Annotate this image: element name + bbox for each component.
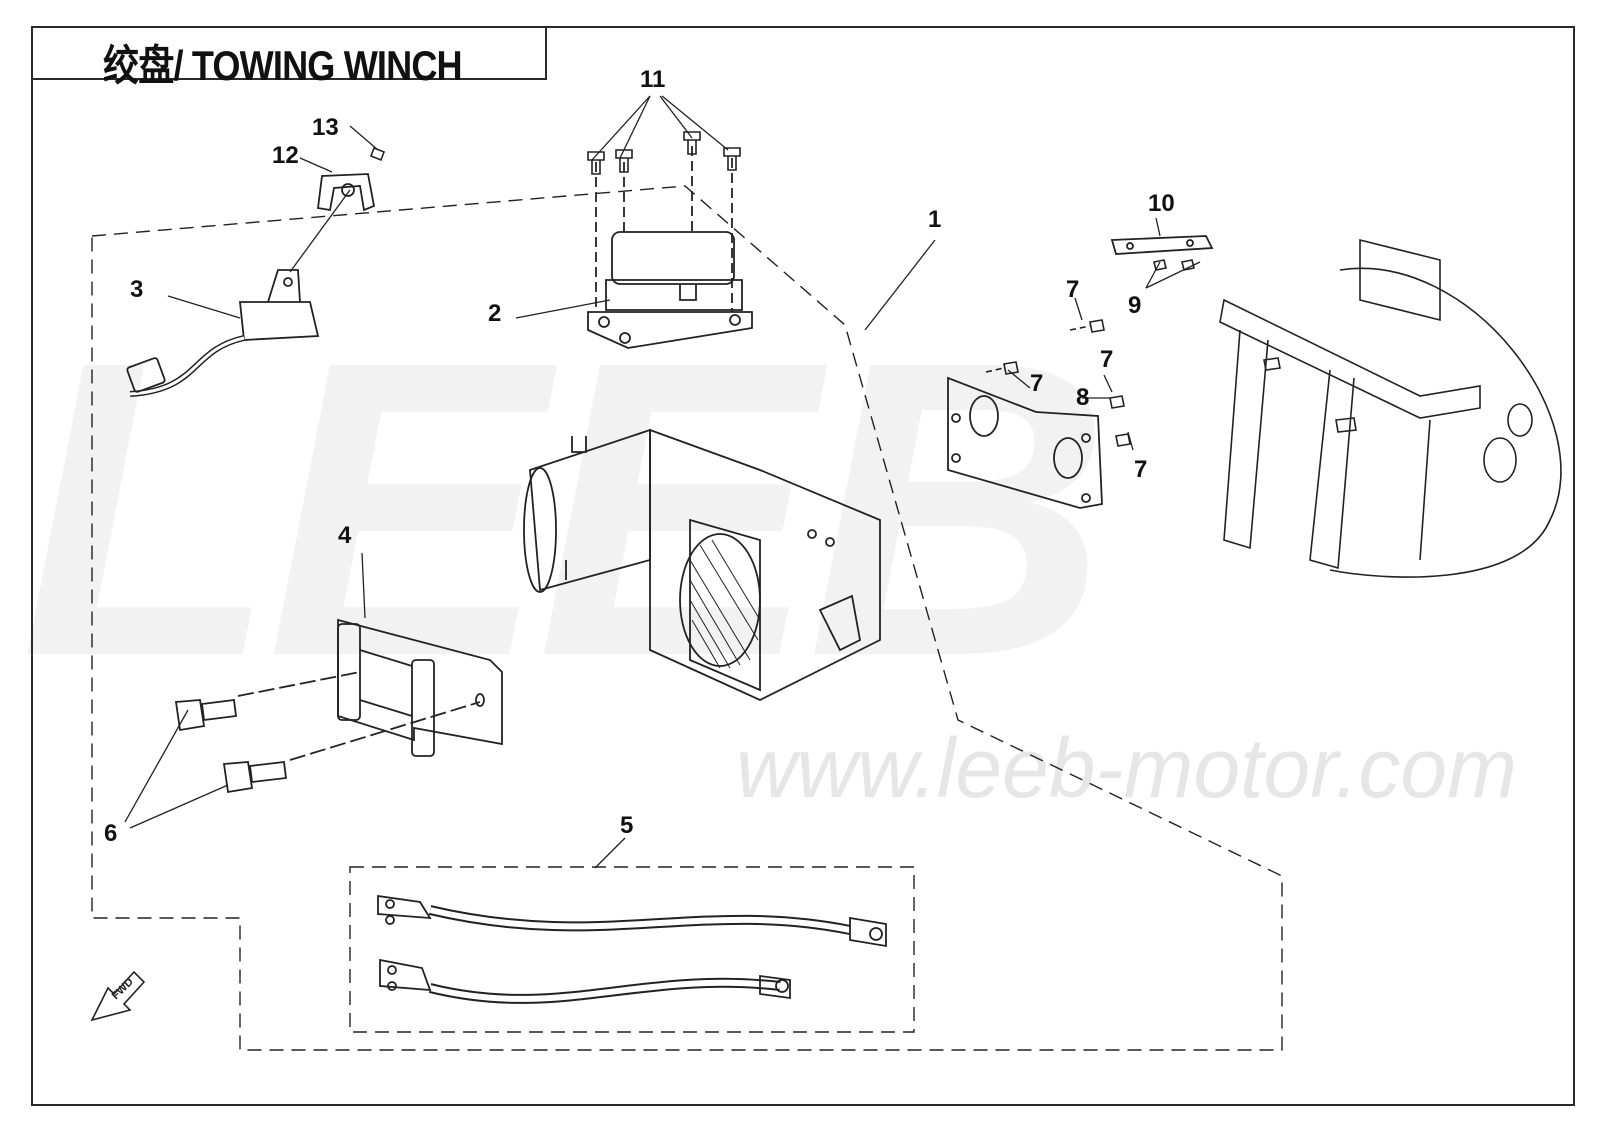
plate-bolts [985, 319, 1131, 447]
callout-4: 4 [338, 522, 352, 549]
callout-6: 6 [104, 820, 118, 847]
diagram-frame [31, 26, 1575, 1106]
callout-10: 10 [1148, 190, 1175, 217]
callout-2: 2 [488, 300, 502, 327]
assembly-dashed-outline [91, 185, 1283, 1051]
watermark-logo: LEEB [20, 275, 1110, 744]
winch-unit [523, 428, 881, 701]
callout-7-middle: 7 [1100, 346, 1114, 373]
cable-group-dashed-box [349, 866, 915, 1033]
watermark-url: www.leeb-motor.com [736, 721, 1518, 815]
callout-7-top: 7 [1066, 276, 1080, 303]
mount-clip-12 [316, 173, 376, 212]
callout-5: 5 [620, 812, 634, 839]
leader-lines [124, 95, 1201, 869]
page-title: 绞盘/ TOWING WINCH [103, 42, 463, 89]
remote-receiver [126, 269, 320, 397]
callout-3: 3 [130, 276, 144, 303]
winch-bracket [1110, 235, 1214, 255]
title-box: 绞盘/ TOWING WINCH [31, 26, 547, 89]
screw-13 [369, 146, 386, 162]
battery-cable-lower [379, 958, 791, 1004]
fwd-arrow [90, 970, 146, 1022]
callout-13: 13 [312, 114, 339, 141]
callout-11: 11 [640, 66, 666, 93]
callout-12: 12 [272, 142, 299, 169]
mounting-plate [947, 376, 1103, 509]
callout-7-bottom: 7 [1134, 456, 1148, 483]
callout-7-left: 7 [1030, 370, 1044, 397]
fairlead-bolt-upper [174, 698, 238, 732]
bracket-nuts [1153, 259, 1195, 271]
vehicle-frame [1219, 238, 1562, 578]
fairlead-bolt-lower [222, 761, 288, 794]
callout-1: 1 [928, 206, 942, 233]
callout-8: 8 [1076, 384, 1090, 411]
battery-cable-upper [377, 894, 887, 948]
contactor-box [587, 146, 753, 349]
roller-fairlead [237, 618, 503, 761]
bolt-set-11 [587, 131, 741, 175]
callout-9: 9 [1128, 292, 1142, 319]
